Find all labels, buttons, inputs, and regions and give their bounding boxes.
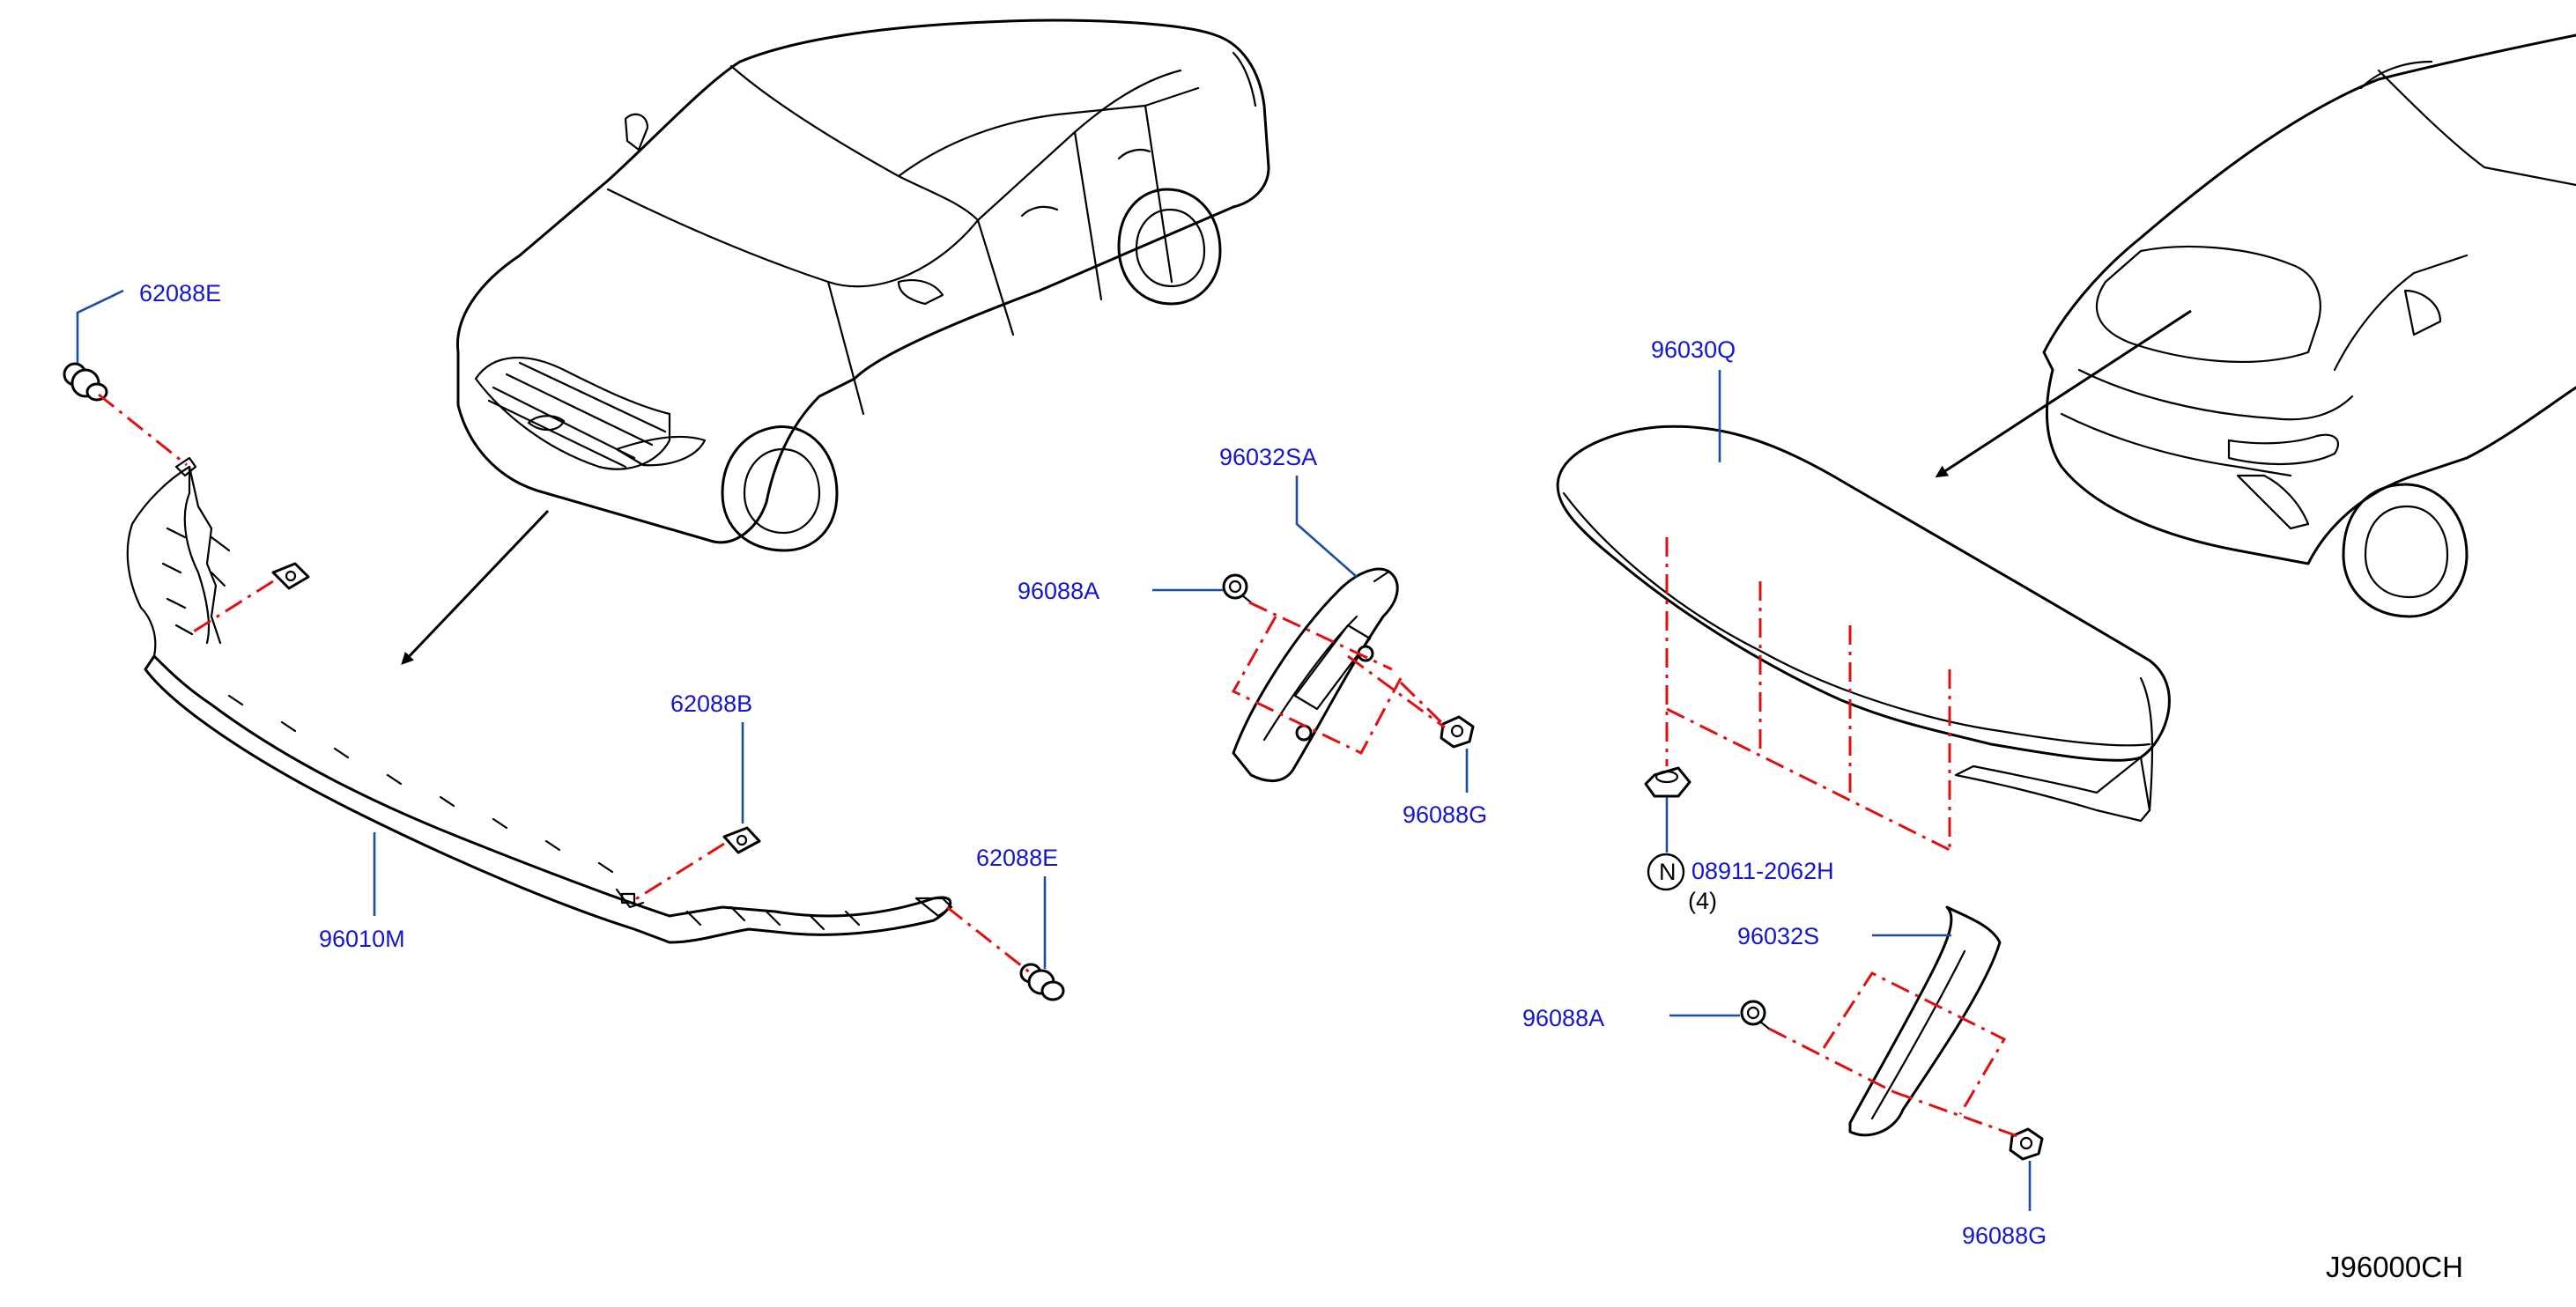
label-96088G-bottom: 96088G [1962, 1222, 2047, 1249]
assembly-lines [98, 393, 2018, 1138]
leader-lines [76, 289, 2032, 1211]
part-labels: 62088E 96010M 62088B 62088E 96032SA 9608… [139, 280, 2047, 1249]
label-96088A-top: 96088A [1018, 578, 1099, 604]
diagram-code: J96000CH [2326, 1251, 2463, 1283]
label-96032SA: 96032SA [1219, 444, 1317, 470]
label-08911-qty: (4) [1688, 888, 1717, 914]
label-96010M: 96010M [319, 926, 405, 952]
label-62088B: 62088B [670, 690, 752, 717]
screw-96088A-bottom [1740, 1000, 1771, 1030]
n-symbol: N [1647, 853, 1685, 891]
label-96030Q: 96030Q [1651, 336, 1736, 363]
clip-62088E-right [1019, 963, 1065, 1001]
label-96032S: 96032S [1737, 923, 1819, 949]
label-96088A-bottom: 96088A [1522, 1005, 1604, 1031]
screw-96088A-top [1222, 573, 1253, 604]
front-car-illustration [401, 18, 1270, 665]
mudguard-96032S [1848, 905, 2002, 1137]
rear-car-illustration [1935, 33, 2576, 618]
clip-62088B [271, 562, 761, 854]
label-62088E-right: 62088E [976, 845, 1058, 871]
front-spoiler-part [126, 456, 953, 944]
mudguard-96032SA [1232, 567, 1399, 783]
label-08911-2062H: 08911-2062H [1691, 858, 1834, 884]
label-96088G-top: 96088G [1403, 801, 1487, 828]
label-62088E-left: 62088E [139, 280, 221, 306]
nut-96088G-top [1440, 715, 1475, 749]
rear-spoiler-part [1556, 425, 2171, 823]
nut-96088G-bottom [2009, 1127, 2044, 1161]
svg-text:N: N [1659, 859, 1677, 885]
nut-08911-2062H [1644, 766, 1691, 798]
